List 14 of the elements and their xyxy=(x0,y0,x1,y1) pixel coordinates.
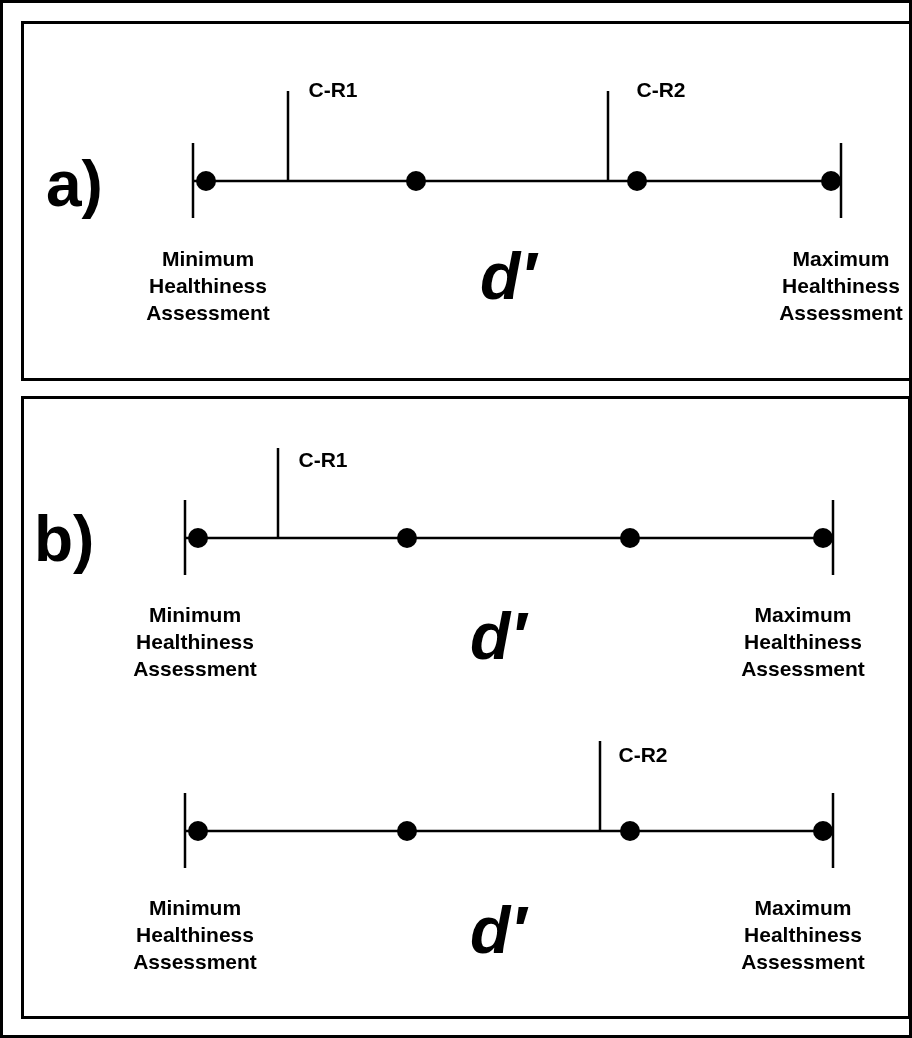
panel-frame xyxy=(21,396,911,1019)
scale-end-label: Maximum Healthiness Assessment xyxy=(778,246,904,326)
scale-end-label: Minimum Healthiness Assessment xyxy=(132,895,258,975)
criterion-label: C-R1 xyxy=(298,447,348,473)
criterion-label: C-R2 xyxy=(618,742,668,768)
criterion-label: C-R1 xyxy=(308,77,358,103)
sensitivity-label: d′ xyxy=(479,243,537,309)
scale-end-label: Maximum Healthiness Assessment xyxy=(740,602,866,682)
scale-end-label: Minimum Healthiness Assessment xyxy=(145,246,271,326)
sensitivity-label: d′ xyxy=(469,603,527,669)
scale-end-label: Minimum Healthiness Assessment xyxy=(132,602,258,682)
scale-end-label: Maximum Healthiness Assessment xyxy=(740,895,866,975)
sensitivity-label: d′ xyxy=(469,897,527,963)
criterion-label: C-R2 xyxy=(636,77,686,103)
